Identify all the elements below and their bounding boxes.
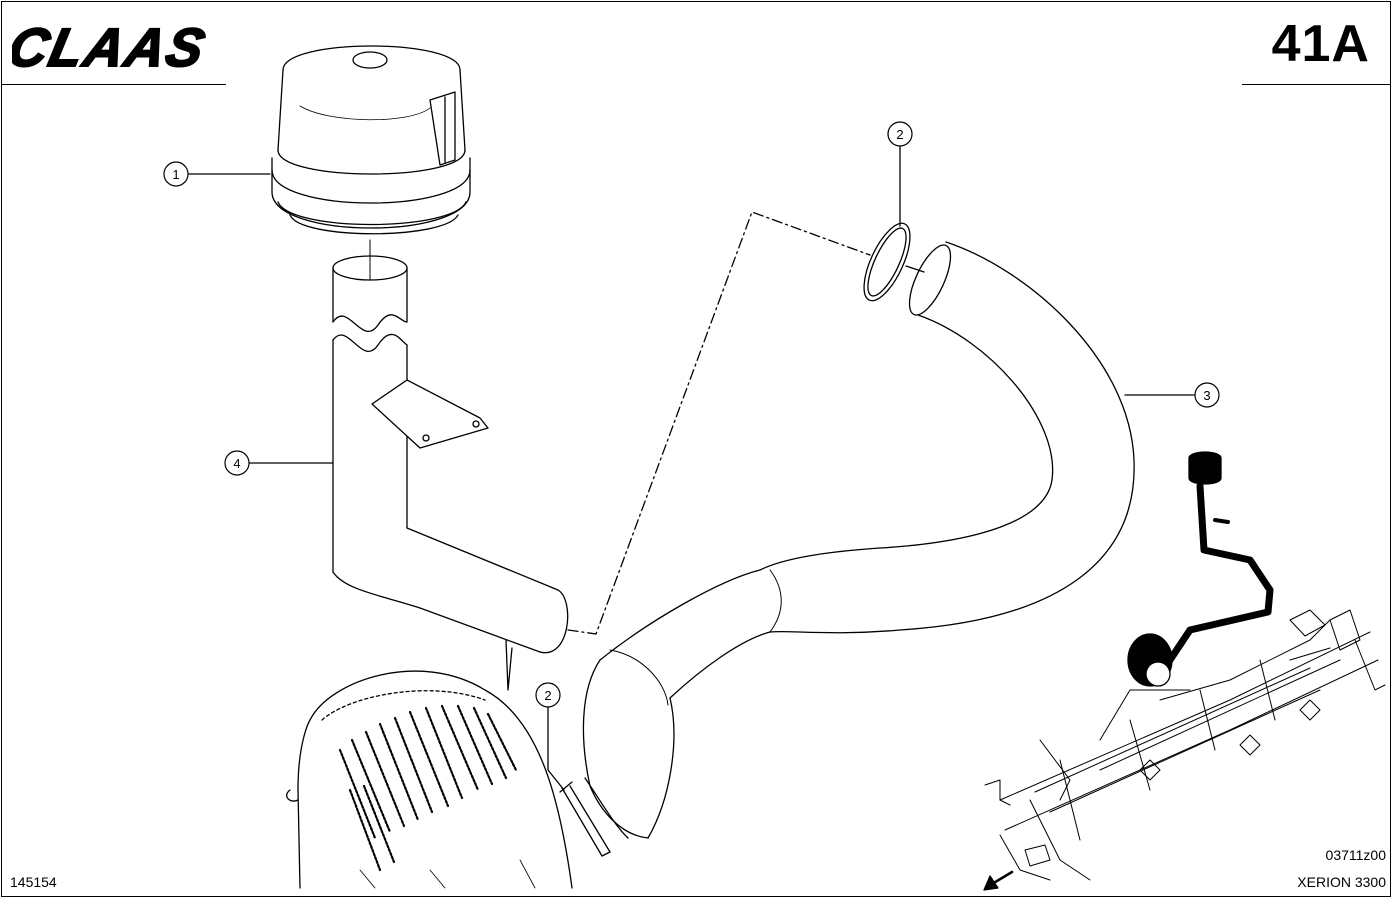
routing-line [567,211,871,635]
locator-air-system [1127,451,1274,687]
air-filter-housing [286,670,573,889]
air-filter-louvers [338,704,518,872]
callout-2-top: 2 [887,121,913,147]
callout-4-label: 4 [233,456,240,471]
callout-1-label: 1 [172,167,179,182]
hose-clamp-top [863,222,911,302]
callout-4: 4 [224,450,250,476]
callout-2-top-label: 2 [896,127,903,142]
header-rule-left [1,84,226,85]
callout-3-label: 3 [1203,388,1210,403]
figure-code: 03711z00 [1325,847,1386,863]
pre-cleaner-cap [271,45,471,235]
callout-2-bottom: 2 [535,682,561,708]
vehicle-frame-locator [984,609,1386,881]
sheet-number: 41A [1271,15,1370,73]
model-name: XERION 3300 [1297,874,1386,890]
leader-2-bottom [547,706,565,791]
direction-arrow-icon [983,870,1014,891]
callout-3: 3 [1194,382,1220,408]
intake-pipe [332,239,569,691]
callout-2-bottom-label: 2 [544,688,551,703]
routing-line-end [905,265,925,273]
hose-clamp-bottom [559,781,611,857]
air-hose [582,241,1135,839]
header-rule-right [1242,84,1390,85]
drawing-id: 145154 [10,874,57,890]
brand-logo: CLAAS [12,17,213,78]
brand-logo-text: CLAAS [12,18,212,78]
callout-1: 1 [163,161,189,187]
